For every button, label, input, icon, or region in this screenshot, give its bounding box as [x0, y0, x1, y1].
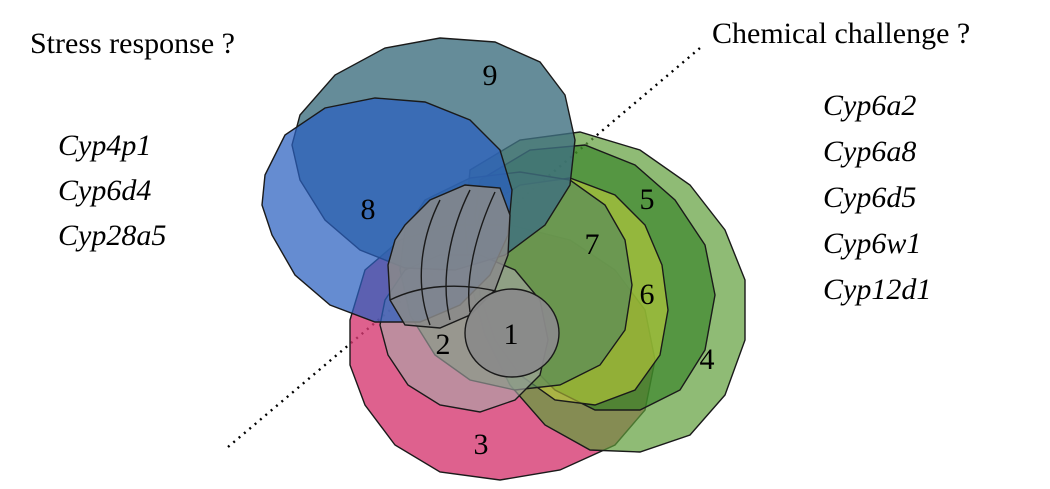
gene-right-4: Cyp6w1	[823, 227, 921, 260]
gene-left-2: Cyp6d4	[58, 174, 151, 207]
chemical-challenge-heading: Chemical challenge ?	[712, 17, 970, 50]
core-contour-1	[420, 199, 441, 326]
region-label-3: 3	[474, 428, 489, 461]
gene-left-1: Cyp4p1	[58, 129, 151, 162]
region-label-7: 7	[585, 228, 600, 261]
region-label-1: 1	[504, 318, 519, 351]
region-1-shape	[464, 288, 560, 378]
gene-left-3: Cyp28a5	[58, 219, 166, 252]
region-label-8: 8	[361, 193, 376, 226]
gene-right-2: Cyp6a8	[823, 135, 916, 168]
gene-right-3: Cyp6d5	[823, 181, 916, 214]
region-label-2: 2	[436, 328, 451, 361]
core-contour-2	[445, 189, 471, 321]
core-contour-4	[389, 285, 501, 301]
region-label-6: 6	[640, 278, 655, 311]
region-label-5: 5	[640, 183, 655, 216]
region-label-4: 4	[700, 343, 715, 376]
gene-right-5: Cyp12d1	[823, 273, 931, 306]
gene-right-1: Cyp6a2	[823, 89, 916, 122]
core-contour-3	[468, 191, 496, 313]
stress-response-heading: Stress response ?	[30, 27, 235, 60]
region-label-9: 9	[483, 59, 498, 92]
